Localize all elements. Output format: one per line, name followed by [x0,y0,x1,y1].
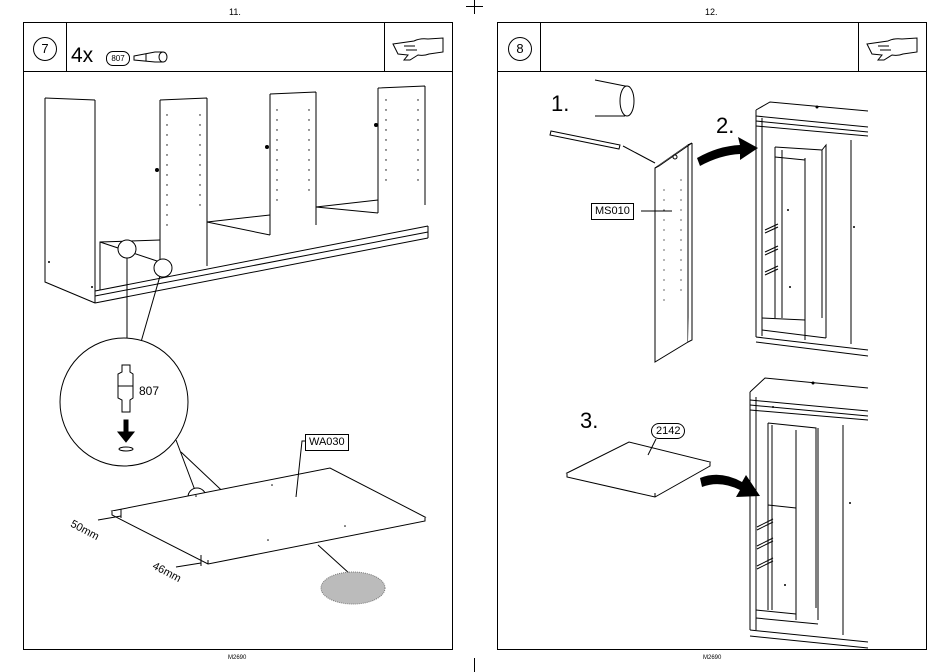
substep-label: 3. [580,408,598,434]
crop-mark [474,0,475,14]
shelf-label: 2142 [651,423,685,439]
page-number: 11. [229,7,241,17]
part-callout: 807 [139,384,159,398]
step-number: 7 [33,37,57,61]
panel-label: WA030 [305,434,349,451]
footer-code: M2690 [228,655,246,661]
step-number: 8 [508,37,532,61]
panel-label: MS010 [591,203,634,220]
crop-mark [474,658,475,672]
page-number: 12. [705,7,718,17]
crop-mark [466,6,483,7]
header-divider [540,22,541,72]
header-divider [858,22,859,72]
quantity-label: 4x [71,44,93,68]
page-frame [23,22,453,650]
header-divider [66,22,67,72]
substep-label: 2. [716,113,734,139]
footer-code: M2690 [703,655,721,661]
part-code-badge: 807 [106,51,130,66]
substep-label: 1. [551,91,569,117]
step-header [497,22,926,72]
header-divider [384,22,385,72]
